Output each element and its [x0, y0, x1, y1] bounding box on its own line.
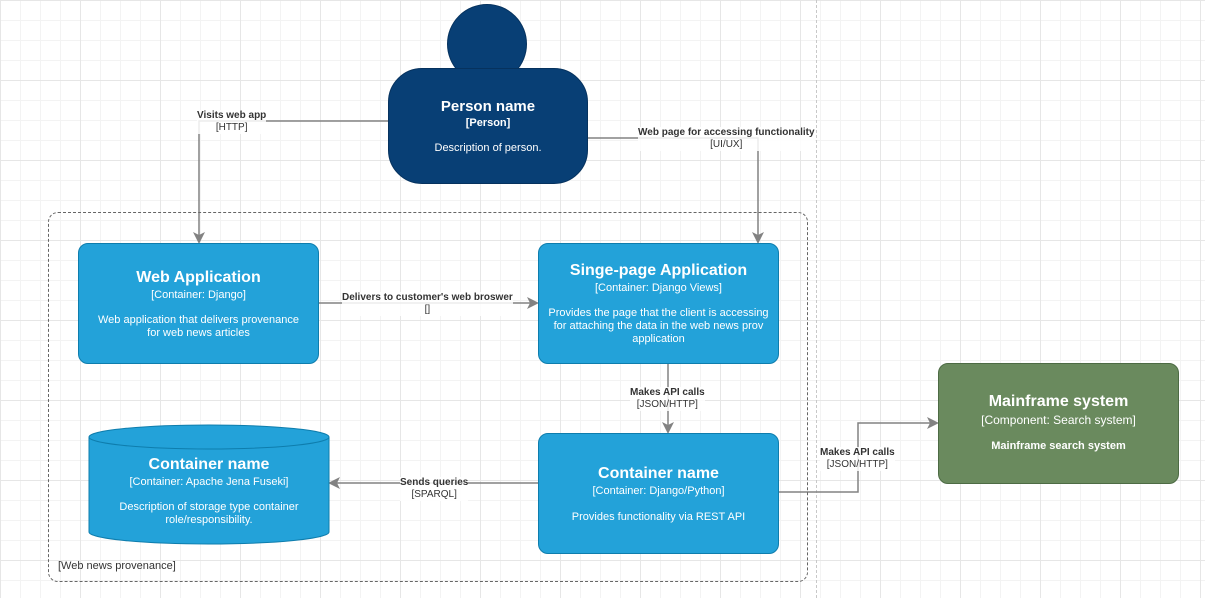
database-tech: [Container: Apache Jena Fuseki] — [129, 476, 289, 488]
page-break-line — [816, 0, 817, 598]
api-container-node[interactable]: Container name [Container: Django/Python… — [538, 433, 779, 554]
edge-label-visits-tech: [HTTP] — [215, 122, 248, 133]
edge-label-mainframe-calls: Makes API calls [JSON/HTTP] — [820, 447, 895, 471]
edge-label-visits: Visits web app [HTTP] — [197, 110, 267, 134]
edge-label-api-calls-text: Makes API calls — [630, 387, 705, 398]
spa-tech: [Container: Django Views] — [595, 282, 722, 294]
api-container-tech: [Container: Django/Python] — [592, 485, 725, 497]
single-page-application-node[interactable]: Singe-page Application [Container: Djang… — [538, 243, 779, 364]
edge-label-api-calls: Makes API calls [JSON/HTTP] — [630, 387, 705, 411]
edge-label-delivers-tech: [] — [424, 304, 431, 315]
edge-label-delivers-text: Delivers to customer's web broswer — [342, 292, 513, 303]
api-container-description: Provides functionality via REST API — [571, 511, 746, 523]
mainframe-description: Mainframe search system — [991, 440, 1126, 452]
edge-label-queries-text: Sends queries — [400, 477, 469, 488]
mainframe-system-node[interactable]: Mainframe system [Component: Search syst… — [938, 363, 1179, 484]
api-container-title: Container name — [598, 465, 719, 482]
person-name: Person name — [440, 98, 536, 115]
database-node[interactable]: Container name [Container: Apache Jena F… — [88, 424, 330, 546]
edge-label-queries-tech: [SPARQL] — [411, 489, 457, 500]
edge-label-delivers: Delivers to customer's web broswer [] — [342, 292, 513, 316]
edge-label-webpage-text: Web page for accessing functionality — [638, 127, 815, 138]
database-title: Container name — [148, 456, 270, 473]
web-application-description: Web application that delivers provenance… — [98, 314, 299, 339]
web-application-title: Web Application — [136, 269, 261, 286]
edge-label-webpage: Web page for accessing functionality [UI… — [638, 127, 815, 151]
database-description: Description of storage type container ro… — [119, 501, 299, 526]
edge-label-mainframe-calls-text: Makes API calls — [820, 447, 895, 458]
boundary-label: [Web news provenance] — [58, 560, 176, 572]
edge-label-queries: Sends queries [SPARQL] — [400, 477, 469, 501]
person-description: Description of person. — [434, 142, 542, 154]
edge-label-webpage-tech: [UI/UX] — [710, 139, 743, 150]
system-boundary — [48, 212, 808, 582]
person-node[interactable]: Person name [Person] Description of pers… — [388, 68, 588, 184]
mainframe-tech: [Component: Search system] — [981, 413, 1136, 427]
web-application-node[interactable]: Web Application [Container: Django] Web … — [78, 243, 319, 364]
spa-description: Provides the page that the client is acc… — [548, 307, 769, 345]
edge-label-visits-text: Visits web app — [197, 110, 267, 121]
edge-label-api-calls-tech: [JSON/HTTP] — [636, 399, 698, 410]
web-application-tech: [Container: Django] — [151, 289, 246, 301]
spa-title: Singe-page Application — [569, 262, 748, 279]
mainframe-title: Mainframe system — [988, 393, 1129, 410]
database-cylinder-icon — [88, 424, 330, 545]
person-type: [Person] — [465, 117, 511, 129]
edge-label-mainframe-calls-tech: [JSON/HTTP] — [826, 459, 888, 470]
